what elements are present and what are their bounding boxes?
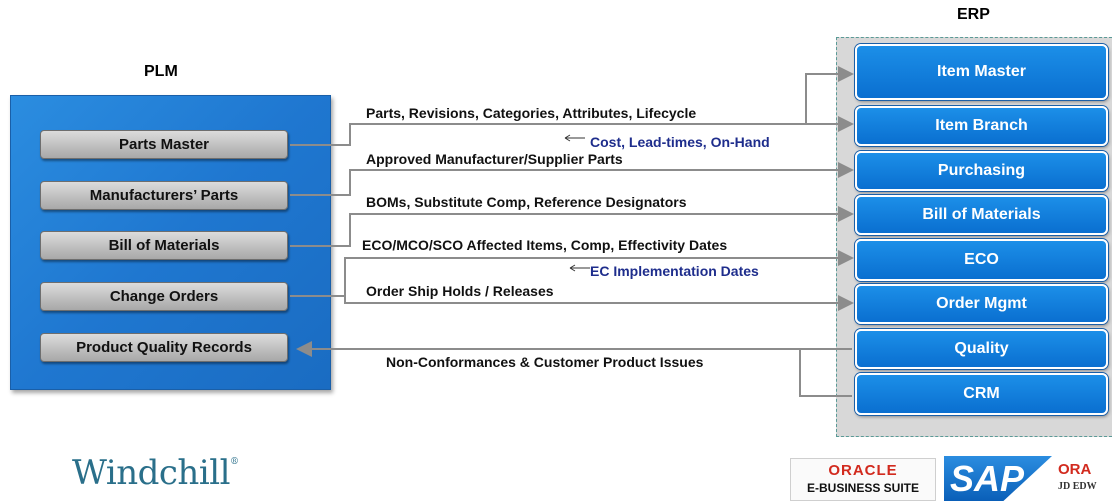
oracle-jde-wordmark: ORA [1058,461,1092,478]
trademark-mark: ® [229,457,239,467]
jde-wordmark: JD EDW [1058,481,1097,492]
flow-cost-label: Cost, Lead-times, On-Hand [590,134,770,150]
flow-nonconformance-label: Non-Conformances & Customer Product Issu… [386,354,704,370]
plm-item-change-orders[interactable]: Change Orders [40,282,288,311]
flow-eco-label: ECO/MCO/SCO Affected Items, Comp, Effect… [362,237,728,253]
connector-parts-to-item-master [290,66,854,146]
flow-ec-dates-label: EC Implementation Dates [590,263,759,279]
erp-item-crm[interactable]: CRM [855,373,1108,415]
flow-boms-label: BOMs, Substitute Comp, Reference Designa… [366,194,687,210]
erp-item-bill-of-materials[interactable]: Bill of Materials [855,195,1108,235]
connector-mfr-to-purchasing [290,162,854,196]
flow-parts-label: Parts, Revisions, Categories, Attributes… [366,105,697,121]
flow-order-label: Order Ship Holds / Releases [366,283,554,299]
erp-item-item-branch[interactable]: Item Branch [855,106,1108,146]
return-arrow-ec-dates [569,264,590,272]
erp-heading: ERP [957,6,990,23]
connector-crm-to-quality [799,349,852,397]
oracle-jde-logo: ORA JD EDW [1058,458,1112,501]
erp-item-quality[interactable]: Quality [855,329,1108,369]
oracle-ebs-logo: ORACLE E-BUSINESS SUITE [790,458,936,501]
flow-approved-label: Approved Manufacturer/Supplier Parts [366,151,623,167]
plm-heading: PLM [144,63,178,80]
connector-bom-to-bom [290,206,854,247]
erp-panel [836,37,1112,437]
erp-item-order-mgmt[interactable]: Order Mgmt [855,284,1108,324]
ebs-wordmark: E-BUSINESS SUITE [806,481,920,495]
return-arrow-cost [564,134,585,142]
oracle-wordmark: ORACLE [828,462,898,479]
windchill-logo: Windchill® [72,453,239,493]
erp-item-item-master[interactable]: Item Master [855,44,1108,100]
connector-change-to-order [344,295,854,311]
plm-item-product-quality-records[interactable]: Product Quality Records [40,333,288,362]
plm-item-bill-of-materials[interactable]: Bill of Materials [40,231,288,260]
connector-change-to-eco [290,250,854,297]
erp-item-purchasing[interactable]: Purchasing [855,151,1108,191]
plm-item-parts-master[interactable]: Parts Master [40,130,288,159]
erp-item-eco[interactable]: ECO [855,239,1108,281]
plm-item-manufacturers-parts[interactable]: Manufacturers’ Parts [40,181,288,210]
